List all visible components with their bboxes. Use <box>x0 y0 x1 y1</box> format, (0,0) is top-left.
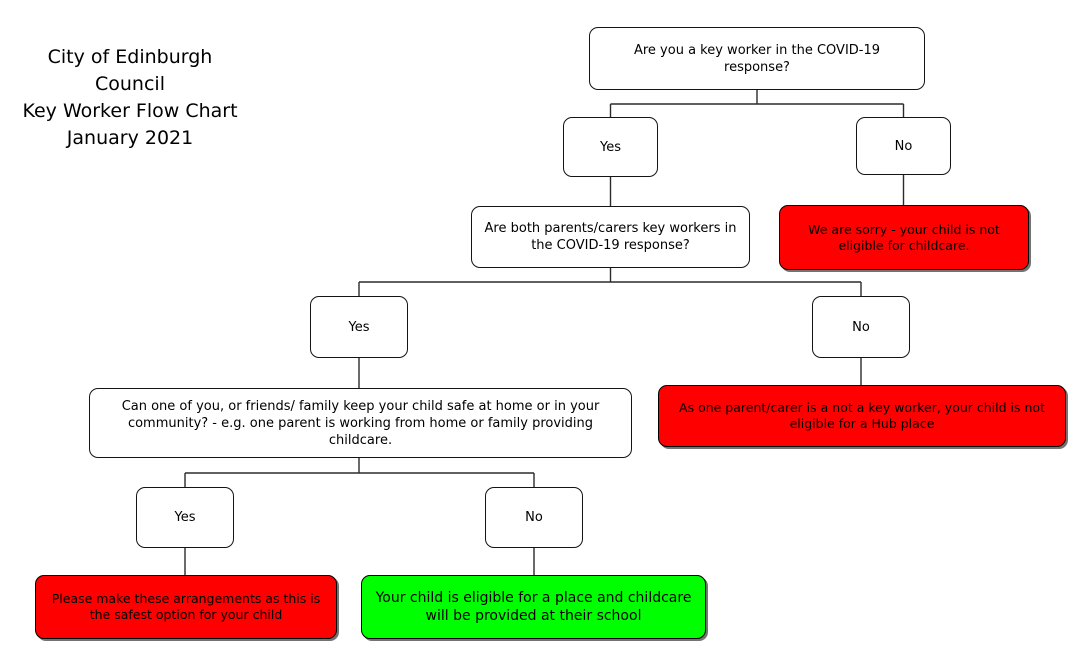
node-outcome-not-eligible-childcare[interactable]: We are sorry - your child is not eligibl… <box>779 205 1029 270</box>
node-q3-yes[interactable]: Yes <box>136 487 234 548</box>
node-q3-no[interactable]: No <box>485 487 583 548</box>
node-label: Yes <box>174 510 196 525</box>
node-label: No <box>525 510 543 525</box>
node-q1-yes[interactable]: Yes <box>563 117 658 177</box>
node-question-key-worker[interactable]: Are you a key worker in the COVID-19 res… <box>589 27 925 90</box>
node-question-both-parents-key-workers[interactable]: Are both parents/carers key workers in t… <box>471 206 750 268</box>
node-label: We are sorry - your child is not eligibl… <box>808 221 1000 253</box>
node-label: Please make these arrangements as this i… <box>51 591 321 622</box>
chart-title: City of Edinburgh Council Key Worker Flo… <box>22 46 238 149</box>
node-question-safe-at-home[interactable]: Can one of you, or friends/ family keep … <box>89 388 632 458</box>
node-label: Your child is eligible for a place and c… <box>375 590 692 624</box>
node-q1-no[interactable]: No <box>856 117 951 175</box>
node-label: No <box>852 319 870 335</box>
node-outcome-make-arrangements[interactable]: Please make these arrangements as this i… <box>35 575 337 639</box>
node-label: No <box>894 138 913 154</box>
node-label: Can one of you, or friends/ family keep … <box>121 398 600 448</box>
node-outcome-eligible-place[interactable]: Your child is eligible for a place and c… <box>361 575 706 639</box>
node-label: As one parent/carer is a not a key worke… <box>679 400 1045 431</box>
node-label: Are both parents/carers key workers in t… <box>484 221 737 253</box>
node-outcome-not-eligible-hub[interactable]: As one parent/carer is a not a key worke… <box>658 385 1066 447</box>
node-q2-yes[interactable]: Yes <box>310 296 408 358</box>
node-q2-no[interactable]: No <box>812 296 910 358</box>
node-label: Are you a key worker in the COVID-19 res… <box>633 42 881 75</box>
node-label: Yes <box>348 319 370 335</box>
node-label: Yes <box>600 139 621 155</box>
